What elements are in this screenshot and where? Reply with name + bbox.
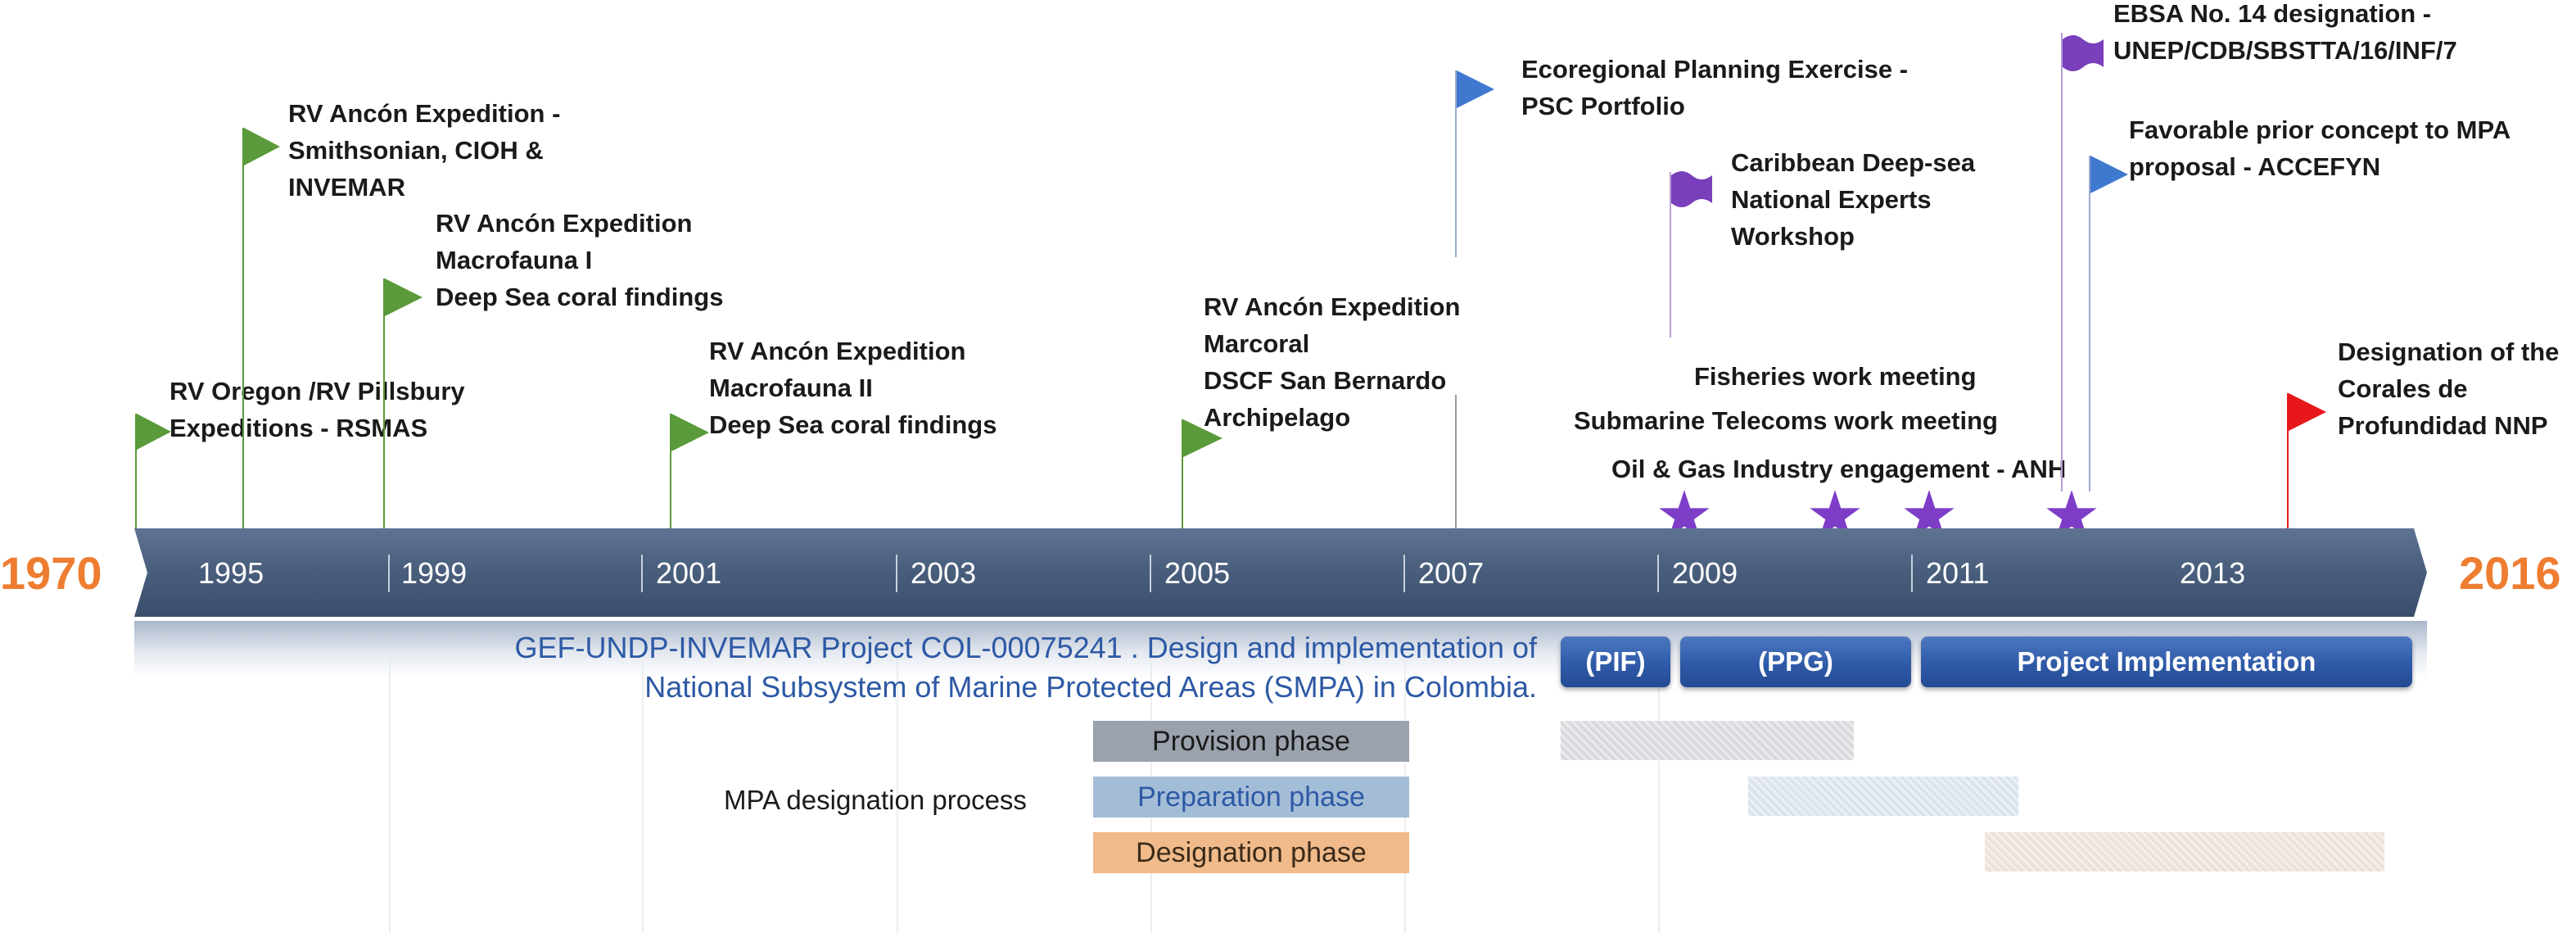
flag-icon [137,414,171,450]
event-line: RV Ancón Expedition - [288,99,561,128]
tick-separator [1911,555,1913,592]
designation-phase-box: Designation phase [1093,832,1409,873]
event-stem [242,128,244,528]
event-label-ebsa: EBSA No. 14 designation - UNEP/CDB/SBSTT… [2113,0,2457,69]
axis-tick-label: 2009 [1672,556,1738,590]
axis-tick-label: 2005 [1164,556,1231,590]
flag-icon [671,414,709,451]
event-label-rv-oregon: RV Oregon /RV Pillsbury Expeditions - RS… [169,373,465,446]
start-year-label: 1970 [0,547,102,599]
event-line: Marcoral [1204,329,1310,358]
event-line: Deep Sea coral findings [436,283,724,311]
event-line: PSC Portfolio [1521,92,1685,120]
event-line: proposal - ACCEFYN [2129,152,2381,181]
preparation-phase-bar [1748,777,2018,816]
provision-phase-box: Provision phase [1093,721,1409,762]
event-stem [2089,156,2090,491]
event-stem [135,414,137,528]
event-line: Caribbean Deep-sea [1731,148,1976,177]
event-line: Archipelago [1204,403,1351,432]
event-line: Profundidad NNP [2338,411,2548,440]
flag-icon [244,128,280,165]
event-label-marcoral: RV Ancón Expedition Marcoral DSCF San Be… [1204,288,1460,436]
event-stem [2061,33,2063,491]
event-label-caribbean-workshop: Caribbean Deep-sea National Experts Work… [1731,144,1975,255]
event-line: UNEP/CDB/SBSTTA/16/INF/7 [2113,36,2457,65]
grid-line [389,621,391,933]
event-stem [383,279,385,528]
event-line: Workshop [1731,222,1855,251]
flag-icon [2090,156,2128,193]
event-line: Designation of the [2338,337,2560,366]
event-stem [1670,172,1671,337]
event-label-macrofauna-i: RV Ancón Expedition Macrofauna I Deep Se… [436,205,723,315]
event-line: EBSA No. 14 designation - [2113,0,2432,28]
event-line: National Experts [1731,185,1932,214]
event-line: RV Ancón Expedition [436,209,693,238]
event-line: RV Ancón Expedition [709,337,966,365]
flag-icon [385,279,423,316]
grid-line [642,621,644,933]
event-label-designation-nnp: Designation of the Corales de Profundida… [2338,333,2559,444]
event-stem [1455,70,1457,257]
tick-separator [1403,555,1405,592]
provision-phase-bar [1561,721,1854,760]
event-line: Macrofauna I [436,246,593,274]
project-phase-implementation: Project Implementation [1921,636,2412,687]
tick-separator [1657,555,1659,592]
mpa-process-label: MPA designation process [724,785,1027,815]
axis-tick-label: 1999 [401,556,468,590]
axis-tick-label: 2011 [1926,556,1990,590]
project-text-line: GEF-UNDP-INVEMAR Project COL-00075241 . … [514,631,1537,664]
event-line: RV Oregon /RV Pillsbury [169,377,465,405]
grid-line [1658,621,1660,933]
project-phase-ppg: (PPG) [1680,636,1911,687]
event-line: Macrofauna II [709,374,873,402]
event-label-ecoregional: Ecoregional Planning Exercise - PSC Port… [1521,51,1908,125]
timeline-axis [134,528,2427,617]
preparation-phase-box: Preparation phase [1093,777,1409,818]
event-line: Expeditions - RSMAS [169,414,428,442]
event-label-fisheries: Fisheries work meeting [1694,362,1977,391]
event-stem [670,414,671,528]
event-line: INVEMAR [288,173,405,202]
tick-separator [388,555,390,592]
tick-separator [896,555,897,592]
event-label-accefyn: Favorable prior concept to MPA proposal … [2129,111,2510,185]
designation-phase-bar [1985,832,2384,872]
flag-icon [2289,393,2326,431]
event-line: Smithsonian, CIOH & [288,136,544,165]
banner-flag-icon [2063,35,2104,71]
event-label-telecoms: Submarine Telecoms work meeting [1574,406,1998,435]
event-line: DSCF San Bernardo [1204,366,1447,395]
flag-icon [1183,419,1222,457]
event-label-ancon-smithsonian: RV Ancón Expedition - Smithsonian, CIOH … [288,95,560,206]
event-label-oil-gas: Oil & Gas Industry engagement - ANH [1611,455,2067,483]
axis-tick-label: 2007 [1418,556,1485,590]
flag-icon [1457,70,1494,108]
event-stem [1455,395,1457,528]
project-phase-pif: (PIF) [1561,636,1670,687]
event-line: Favorable prior concept to MPA [2129,115,2511,144]
axis-tick-label: 2001 [656,556,722,590]
axis-tick-label: 1995 [198,556,264,590]
event-line: RV Ancón Expedition [1204,292,1461,321]
axis-tick-label: 2003 [911,556,977,590]
project-text-line: National Subsystem of Marine Protected A… [644,670,1537,704]
event-stem [2287,393,2289,528]
event-line: Corales de [2338,374,2468,403]
event-line: Ecoregional Planning Exercise - [1521,55,1909,84]
tick-separator [1150,555,1151,592]
event-line: Deep Sea coral findings [709,410,997,439]
banner-flag-icon [1671,171,1712,207]
tick-separator [641,555,643,592]
project-description: GEF-UNDP-INVEMAR Project COL-00075241 . … [514,628,1537,707]
grid-line [897,621,898,933]
end-year-label: 2016 [2459,547,2561,599]
axis-tick-label: 2013 [2180,556,2246,590]
event-label-macrofauna-ii: RV Ancón Expedition Macrofauna II Deep S… [709,333,997,443]
event-stem [1182,419,1183,528]
